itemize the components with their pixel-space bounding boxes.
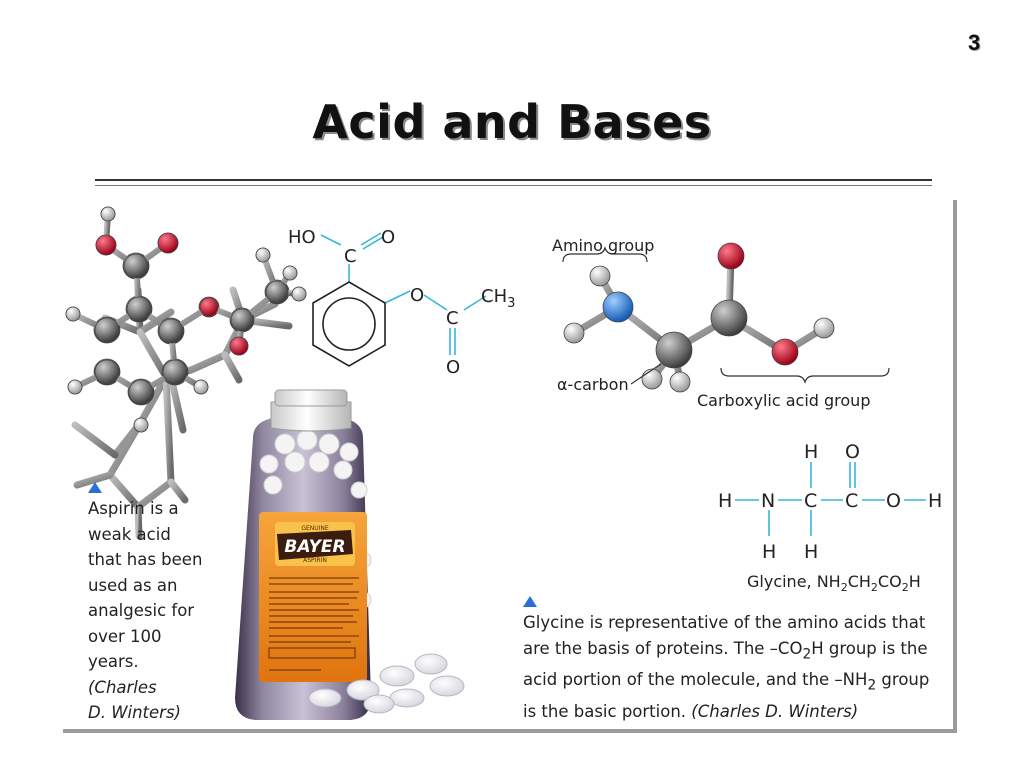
textbook-figure: HO C O O C CH3 O	[63, 200, 957, 733]
caption-marker-icon	[523, 596, 537, 607]
aspirin-o-bottom-label: O	[446, 357, 460, 378]
aspirin-bottle-photo: GENUINE BAYER ASPIRIN	[235, 389, 465, 720]
aspirin-o-ether-label: O	[410, 285, 424, 306]
aspirin-caption-credit: (Charles	[88, 677, 157, 697]
aspirin-ball-stick-model	[65, 206, 307, 540]
glycine-o-hydroxyl: O	[886, 490, 901, 512]
glycine-h-c-bottom: H	[804, 541, 818, 563]
bottle-aspirin-text: ASPIRIN	[303, 557, 327, 564]
aspirin-caption-line: over 100	[88, 626, 162, 646]
glycine-structural-formula: H N C C O H H O H H Glycine, NH2CH2CO2H	[718, 441, 942, 594]
glycine-h-top: H	[804, 441, 818, 463]
glycine-caption-line: are the basis of proteins. The –CO2H gro…	[523, 638, 928, 662]
aspirin-caption: Aspirin is a weak acid that has been use…	[88, 482, 202, 726]
title-divider	[95, 179, 932, 181]
alpha-carbon-label: α-carbon	[557, 375, 629, 394]
aspirin-ch3-label: CH3	[481, 286, 515, 311]
figure-illustrations: HO C O O C CH3 O	[65, 206, 942, 720]
bottle-genuine-text: GENUINE	[301, 525, 329, 532]
slide-title: Acid and Bases	[312, 95, 712, 149]
glycine-h-n-bottom: H	[762, 541, 776, 563]
glycine-c-carboxyl: C	[845, 490, 858, 512]
glycine-caption-line: Glycine is representative of the amino a…	[523, 613, 926, 632]
aspirin-caption-line: analgesic for	[88, 601, 195, 620]
aspirin-c-acyl-label: C	[446, 308, 459, 329]
bottle-brand-text: BAYER	[284, 537, 345, 557]
glycine-ball-stick-model: Amino group α-carbon Carboxylic acid gro…	[552, 236, 890, 410]
glycine-caption: Glycine is representative of the amino a…	[523, 596, 929, 725]
glycine-formula-label: Glycine, NH2CH2CO2H	[747, 572, 921, 594]
slide-number: 3	[968, 30, 981, 55]
glycine-n: N	[761, 490, 775, 512]
aspirin-o-label: O	[381, 227, 395, 248]
loose-tablets	[308, 653, 465, 714]
title-divider-thin	[95, 185, 932, 186]
aspirin-c-label: C	[344, 246, 357, 267]
glycine-h-left: H	[718, 490, 732, 512]
aspirin-structural-formula: HO C O O C CH3 O	[288, 227, 515, 378]
aspirin-ho-label: HO	[288, 227, 316, 248]
aspirin-caption-line: weak acid	[88, 524, 171, 544]
glycine-o-carbonyl: O	[845, 441, 860, 463]
glycine-caption-line: acid portion of the molecule, and the –N…	[523, 670, 930, 694]
aspirin-caption-line: years.	[88, 652, 139, 671]
aspirin-caption-line: that has been	[88, 550, 203, 569]
caption-marker-icon	[88, 482, 102, 493]
aspirin-caption-credit: D. Winters)	[88, 703, 181, 722]
glycine-caption-line: is the basic portion. (Charles D. Winter…	[523, 702, 859, 722]
carboxylic-group-label: Carboxylic acid group	[697, 391, 870, 410]
glycine-caption-credit: (Charles D. Winters)	[691, 702, 859, 722]
amino-group-label: Amino group	[552, 236, 654, 255]
glycine-h-right: H	[928, 490, 942, 512]
glycine-c-alpha: C	[804, 490, 817, 512]
aspirin-caption-line: used as an	[88, 575, 178, 595]
aspirin-caption-line: Aspirin is a	[88, 499, 179, 518]
